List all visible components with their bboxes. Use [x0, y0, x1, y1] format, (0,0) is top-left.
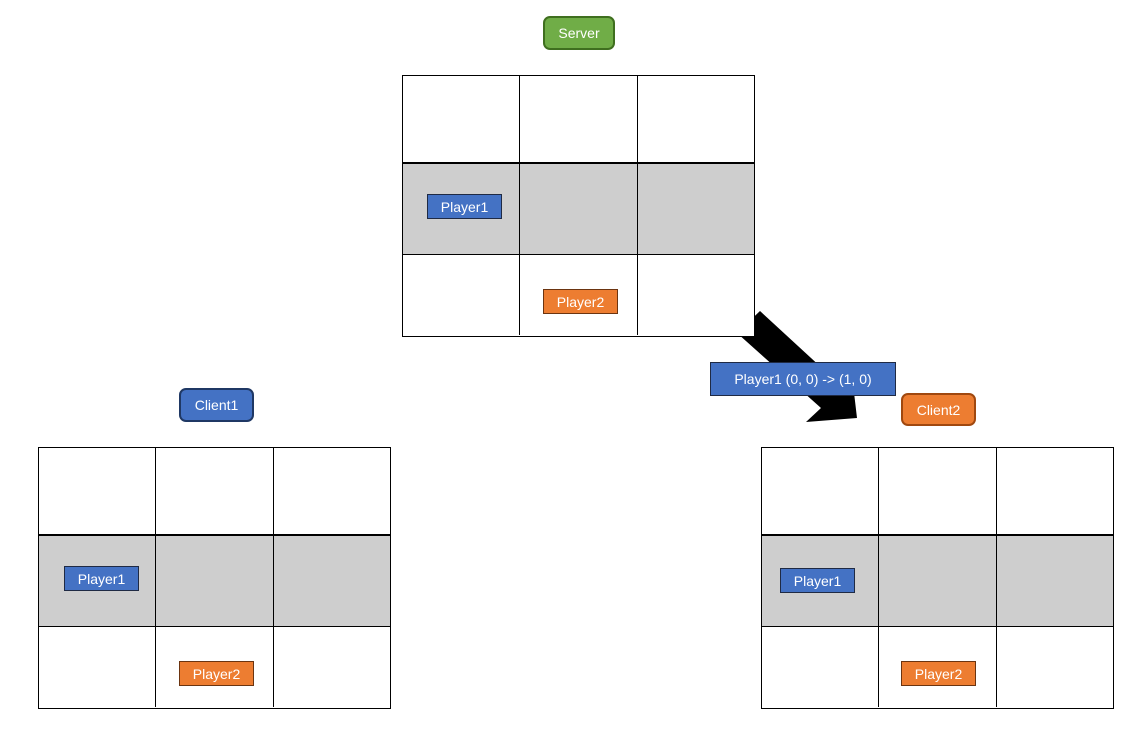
sync-message: Player1 (0, 0) -> (1, 0) — [710, 362, 896, 396]
grid-cell — [156, 536, 274, 626]
grid-cell — [520, 76, 638, 162]
client1-player2: Player2 — [179, 661, 254, 686]
client2-label: Client2 — [901, 393, 976, 426]
grid-cell — [638, 164, 754, 254]
grid-cell — [520, 164, 638, 254]
grid-cell — [403, 255, 521, 335]
client1-grid-row-0 — [39, 448, 390, 534]
grid-cell — [879, 627, 997, 707]
grid-cell — [638, 255, 754, 335]
grid-cell — [520, 255, 638, 335]
server-player1: Player1 — [427, 194, 502, 219]
grid-cell — [638, 76, 754, 162]
grid-cell — [997, 536, 1113, 626]
grid-cell — [762, 627, 880, 707]
grid-cell — [39, 448, 157, 534]
client1-label: Client1 — [179, 388, 254, 422]
grid-cell — [403, 76, 521, 162]
client2-grid-row-0 — [762, 448, 1113, 534]
grid-cell — [274, 536, 390, 626]
client1-player1: Player1 — [64, 566, 139, 591]
client1-grid-row-2 — [39, 627, 390, 707]
grid-cell — [997, 627, 1113, 707]
client2-player2: Player2 — [901, 661, 976, 686]
grid-cell — [762, 448, 880, 534]
grid-cell — [156, 448, 274, 534]
client2-grid-row-2 — [762, 627, 1113, 707]
grid-cell — [39, 536, 157, 626]
grid-cell — [762, 536, 880, 626]
grid-cell — [879, 448, 997, 534]
grid-cell — [39, 627, 157, 707]
server-grid-row-0 — [403, 76, 754, 162]
server-grid — [402, 75, 755, 337]
client2-player1: Player1 — [780, 568, 855, 593]
server-grid-row-2 — [403, 255, 754, 335]
grid-cell — [274, 448, 390, 534]
grid-cell — [274, 627, 390, 707]
server-player2: Player2 — [543, 289, 618, 314]
grid-cell — [156, 627, 274, 707]
grid-cell — [879, 536, 997, 626]
server-label: Server — [543, 16, 615, 50]
grid-cell — [997, 448, 1113, 534]
grid-cell — [403, 164, 521, 254]
